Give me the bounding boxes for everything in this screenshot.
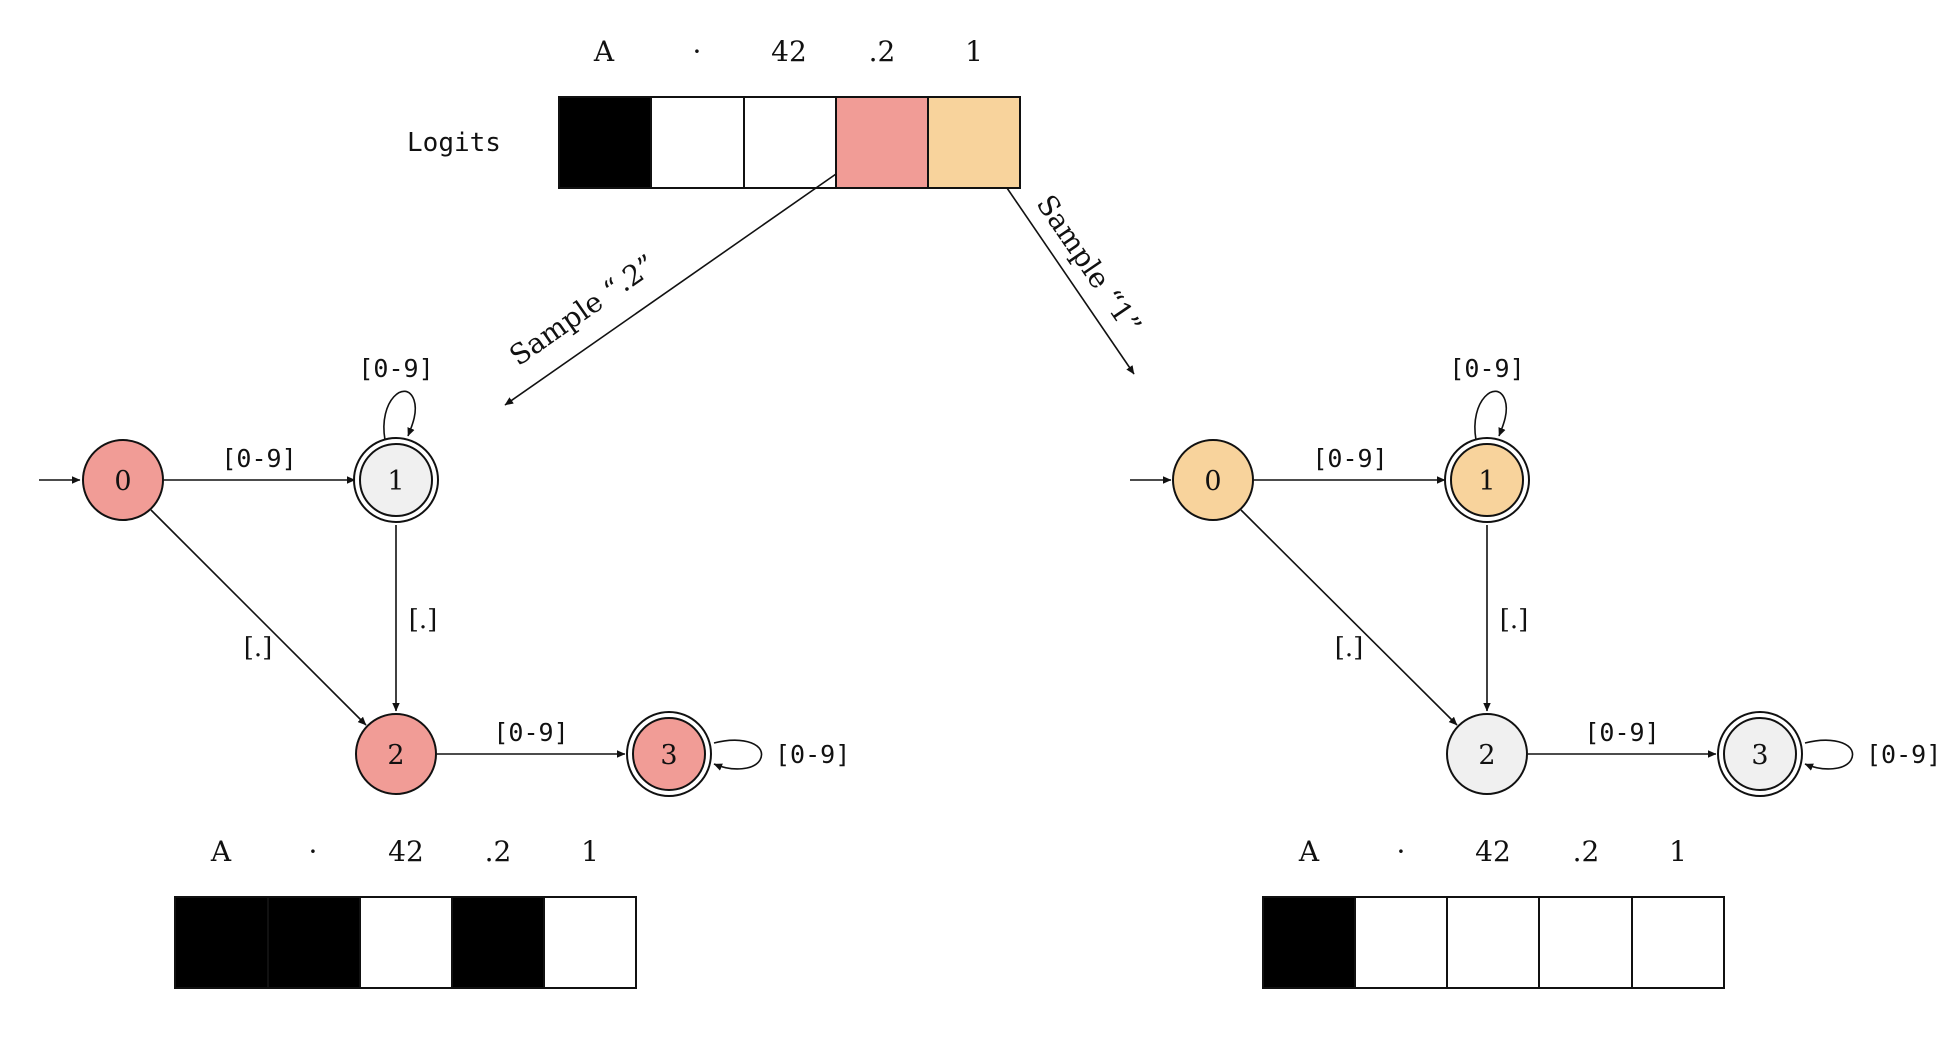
self-loop-3 xyxy=(713,739,763,771)
state-2-label: 2 xyxy=(387,740,404,771)
mask-cell xyxy=(1631,896,1725,989)
state-1 xyxy=(359,443,433,517)
mask-cell xyxy=(1538,896,1633,989)
edge-label-dot: [.] xyxy=(1500,605,1529,635)
edge-label-dot: [.] xyxy=(409,605,438,635)
loop-label-digits: [0-9] xyxy=(1866,740,1941,769)
mask-cell xyxy=(359,896,453,989)
token-label: 42 xyxy=(388,835,424,868)
edge-label-digits: [0-9] xyxy=(1584,718,1659,747)
state-1 xyxy=(1450,443,1524,517)
self-loop-3 xyxy=(1804,739,1854,771)
top-token-labels: A · 42 .2 1 xyxy=(593,35,983,68)
state-3-outer-ring xyxy=(626,711,712,797)
state-0 xyxy=(1172,439,1254,521)
logit-cell xyxy=(835,96,929,189)
token-label: .2 xyxy=(485,835,512,868)
token-label: · xyxy=(1397,835,1406,868)
state-3-label: 3 xyxy=(1751,740,1768,771)
state-0-label: 0 xyxy=(114,466,131,497)
top-logit-cells xyxy=(558,96,1021,189)
loop-label-digits: [0-9] xyxy=(775,740,850,769)
loop-label-digits: [0-9] xyxy=(358,354,433,383)
token-label: 1 xyxy=(1669,835,1687,868)
right-mask: A · 42 .2 1 xyxy=(1262,835,1725,989)
edge-label-dot: [.] xyxy=(244,633,273,663)
edge-0-to-2 xyxy=(150,509,367,726)
state-1-label: 1 xyxy=(1478,466,1495,497)
logit-cell xyxy=(650,96,745,189)
sample-right-arrow xyxy=(1006,187,1135,375)
token-label: 1 xyxy=(581,835,599,868)
mask-cell xyxy=(1354,896,1448,989)
state-2-label: 2 xyxy=(1478,740,1495,771)
state-0-label: 0 xyxy=(1204,466,1221,497)
token-label: A xyxy=(210,835,232,868)
state-2 xyxy=(1446,713,1528,795)
sample-right-label: Sample “1” xyxy=(1030,189,1148,341)
state-2 xyxy=(355,713,437,795)
token-label: 42 xyxy=(1475,835,1511,868)
logit-cell xyxy=(743,96,837,189)
sample-arrows: Sample “.2” Sample “1” xyxy=(503,173,1148,406)
state-3-label: 3 xyxy=(660,740,677,771)
token-label: · xyxy=(693,35,702,68)
self-loop-1 xyxy=(1474,390,1508,441)
mask-cell xyxy=(1446,896,1540,989)
top-logits: Logits A · 42 .2 1 xyxy=(407,35,1021,189)
mask-cell xyxy=(543,896,637,989)
state-1-outer-ring xyxy=(353,437,439,523)
loop-label-digits: [0-9] xyxy=(1449,354,1524,383)
right-automaton: [0-9] [.] [.] [0-9] [0-9] [0-9] 0 1 2 3 xyxy=(1130,354,1941,797)
mask-cell xyxy=(174,896,269,989)
left-automaton: [0-9] [.] [.] [0-9] [0-9] [0-9] 0 1 2 3 xyxy=(39,354,850,797)
state-1-outer-ring xyxy=(1444,437,1530,523)
state-3 xyxy=(632,717,706,791)
token-label: · xyxy=(309,835,318,868)
logit-cell xyxy=(927,96,1021,189)
token-label: A xyxy=(593,35,615,68)
edge-label-digits: [0-9] xyxy=(221,444,296,473)
token-label: 1 xyxy=(965,35,983,68)
token-label: .2 xyxy=(1573,835,1600,868)
edge-label-digits: [0-9] xyxy=(1312,444,1387,473)
mask-cell xyxy=(267,896,361,989)
self-loop-1 xyxy=(383,390,417,441)
token-label: A xyxy=(1298,835,1320,868)
mask-cell xyxy=(1262,896,1356,989)
state-0 xyxy=(82,439,164,521)
mask-cell xyxy=(451,896,545,989)
sample-left-arrow xyxy=(504,173,837,406)
sample-left-label: Sample “.2” xyxy=(503,248,661,372)
left-mask: A · 42 .2 1 xyxy=(174,835,637,989)
token-label: 42 xyxy=(771,35,807,68)
logit-cell xyxy=(558,96,652,189)
edge-0-to-2 xyxy=(1240,509,1458,726)
token-label: .2 xyxy=(869,35,896,68)
edge-label-dot: [.] xyxy=(1335,633,1364,663)
state-3 xyxy=(1723,717,1797,791)
logits-label: Logits xyxy=(407,128,501,158)
edge-label-digits: [0-9] xyxy=(493,718,568,747)
state-1-label: 1 xyxy=(387,466,404,497)
state-3-outer-ring xyxy=(1717,711,1803,797)
